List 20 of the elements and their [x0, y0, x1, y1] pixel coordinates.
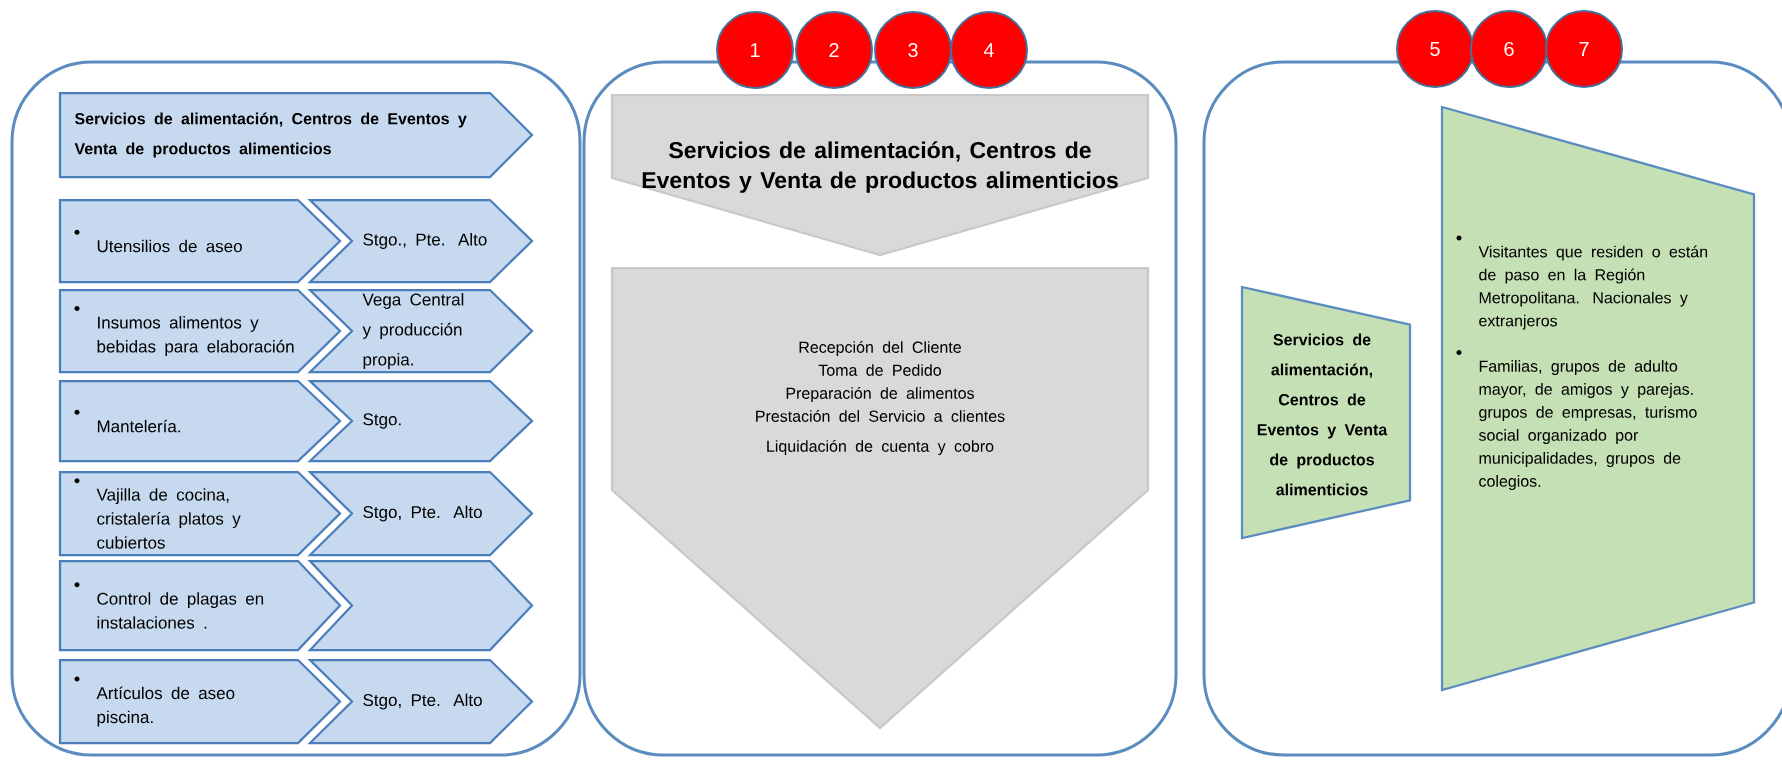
pentagon-box: Recepción del Cliente Toma de Pedido Preparación de alimentos Prestación del Servicio a clientes Liquidación de cuenta y cobro	[610, 266, 1150, 730]
chevron-box	[307, 559, 534, 652]
chevron-box: Stgo.	[307, 379, 534, 463]
chevron-box: Stgo, Pte. Alto	[307, 470, 534, 557]
node-label: Stgo, Pte. Alto	[363, 693, 482, 710]
node-label: Artículos de aseo piscina.	[96, 686, 235, 727]
trapezoid: Servicios de alimentación, Centros de Eventos y Venta de productos alimenticios	[1240, 285, 1412, 540]
chevron-box: Stgo, Pte. Alto	[307, 658, 534, 745]
chevron-box: Stgo., Pte. Alto	[307, 198, 534, 284]
chevron-box: Mantelería.	[58, 379, 342, 463]
pentagon-box: Servicios de alimentación, Centros de Eventos y Venta de productos alimenticios	[610, 93, 1150, 257]
chevron-box: Vajilla de cocina, cristalería platos y cubiertos	[58, 470, 342, 557]
chevron-box: Vega Central y producción propia.	[307, 288, 534, 374]
chevron-box: Insumos alimentos y bebidas para elaboración	[58, 288, 342, 374]
chevron-box: Servicios de alimentación, Centros de Eventos y Venta de productos alimenticios	[58, 91, 534, 179]
panel-frame	[10, 60, 582, 757]
chevron-box: Artículos de aseo piscina.	[58, 658, 342, 745]
chevron-box: Utensilios de aseo	[58, 198, 342, 284]
chevron-box: Control de plagas en instalaciones .	[58, 559, 342, 652]
trapezoid: Visitantes que residen o están de paso en la Región Metropolitana. Nacionales y extranjeros Familias, grupos de adulto mayor, de amigos y parejas. grupos de empresas, turismo social organizado por municipalidades, grupos de colegios.	[1440, 105, 1756, 692]
